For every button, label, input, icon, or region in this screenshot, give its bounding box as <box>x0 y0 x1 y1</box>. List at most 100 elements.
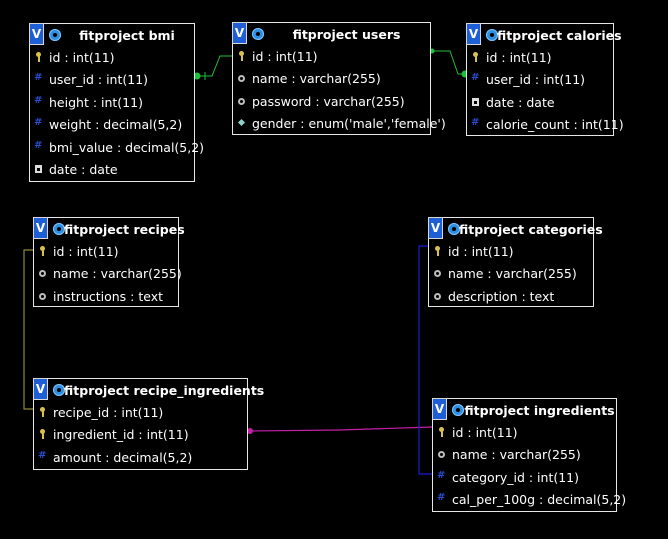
key-icon <box>437 426 446 438</box>
key-icon <box>471 51 480 63</box>
numeric-icon <box>437 470 446 483</box>
column-label: name : varchar(255) <box>448 266 577 282</box>
column-row[interactable]: category_id : int(11) <box>433 466 616 489</box>
table-bmi[interactable]: V fitproject bmi id : int(11) user_id : … <box>29 23 204 182</box>
table-categories[interactable]: V fitproject categories id : int(11) nam… <box>428 217 603 308</box>
column-row[interactable]: bmi_value : decimal(5,2) <box>30 136 204 159</box>
column-label: user_id : int(11) <box>486 72 586 88</box>
key-icon <box>237 50 246 62</box>
column-row[interactable]: id : int(11) <box>433 421 616 444</box>
column-label: name : varchar(255) <box>252 71 381 87</box>
column-label: amount : decimal(5,2) <box>53 449 193 465</box>
column-row[interactable]: id : int(11) <box>429 240 593 263</box>
numeric-icon <box>34 140 43 153</box>
date-icon <box>34 164 43 175</box>
toggle-columns-button[interactable]: V <box>466 23 481 45</box>
table-header: V fitproject calories <box>466 23 622 46</box>
enum-icon <box>237 118 246 129</box>
column-label: height : int(11) <box>49 94 143 110</box>
column-row[interactable]: name : varchar(255) <box>433 444 616 467</box>
gear-icon[interactable] <box>448 223 460 235</box>
table-users[interactable]: V fitproject users id : int(11) name : v… <box>232 22 446 136</box>
column-row[interactable]: id : int(11) <box>34 240 178 263</box>
column-label: id : int(11) <box>49 49 115 65</box>
column-label: bmi_value : decimal(5,2) <box>49 139 205 155</box>
column-row[interactable]: name : varchar(255) <box>429 263 593 286</box>
numeric-icon <box>34 117 43 130</box>
table-calories[interactable]: V fitproject calories id : int(11) user_… <box>466 23 624 137</box>
column-row[interactable]: instructions : text <box>34 285 178 308</box>
relation-ri-ingredients <box>247 426 433 434</box>
key-icon <box>38 406 47 418</box>
column-row[interactable]: description : text <box>429 285 593 308</box>
column-row[interactable]: calorie_count : int(11) <box>467 114 624 137</box>
column-label: category_id : int(11) <box>452 469 580 485</box>
gear-icon[interactable] <box>49 29 61 41</box>
relation-calories-users <box>429 48 469 78</box>
table-title: fitproject recipes <box>64 222 185 237</box>
column-label: name : varchar(255) <box>452 447 581 463</box>
column-row[interactable]: ingredient_id : int(11) <box>34 424 247 447</box>
toggle-columns-button[interactable]: V <box>232 22 247 44</box>
column-label: recipe_id : int(11) <box>53 404 164 420</box>
text-icon <box>237 73 246 84</box>
column-label: id : int(11) <box>486 49 552 65</box>
text-icon <box>38 268 47 279</box>
column-label: description : text <box>448 288 555 304</box>
table-header: V fitproject bmi <box>29 23 194 46</box>
column-label: calorie_count : int(11) <box>486 117 624 133</box>
toggle-columns-button[interactable]: V <box>432 398 447 420</box>
toggle-columns-button[interactable]: V <box>33 378 48 400</box>
column-row[interactable]: user_id : int(11) <box>30 69 194 92</box>
column-row[interactable]: id : int(11) <box>233 45 430 68</box>
column-label: password : varchar(255) <box>252 93 405 109</box>
column-label: id : int(11) <box>448 243 514 259</box>
table-title: fitproject ingredients <box>464 403 615 418</box>
column-label: id : int(11) <box>452 424 518 440</box>
table-recipe-ingredients[interactable]: V fitproject recipe_ingredients recipe_i… <box>33 378 264 470</box>
toggle-columns-button[interactable]: V <box>29 23 44 45</box>
key-icon <box>433 245 442 257</box>
table-title: fitproject categories <box>459 222 603 237</box>
column-row[interactable]: gender : enum('male','female') <box>233 113 446 136</box>
column-row[interactable]: weight : decimal(5,2) <box>30 114 194 137</box>
gear-icon[interactable] <box>486 29 498 41</box>
column-row[interactable]: id : int(11) <box>467 46 613 69</box>
relation-ri-recipes <box>23 249 33 410</box>
table-header: V fitproject categories <box>428 217 603 240</box>
column-row[interactable]: date : date <box>30 159 194 182</box>
gear-icon[interactable] <box>252 28 264 40</box>
column-row[interactable]: date : date <box>467 91 613 114</box>
column-row[interactable]: name : varchar(255) <box>233 68 430 91</box>
column-label: cal_per_100g : decimal(5,2) <box>452 492 627 508</box>
column-row[interactable]: amount : decimal(5,2) <box>34 446 247 469</box>
column-label: weight : decimal(5,2) <box>49 117 183 133</box>
table-header: V fitproject users <box>232 22 430 45</box>
column-row[interactable]: height : int(11) <box>30 91 194 114</box>
column-row[interactable]: cal_per_100g : decimal(5,2) <box>433 489 626 512</box>
column-row[interactable]: id : int(11) <box>30 46 194 69</box>
numeric-icon <box>437 492 446 505</box>
column-label: name : varchar(255) <box>53 266 182 282</box>
gear-icon[interactable] <box>452 404 464 416</box>
column-row[interactable]: password : varchar(255) <box>233 90 430 113</box>
date-icon <box>471 97 480 108</box>
gear-icon[interactable] <box>53 384 65 396</box>
column-row[interactable]: recipe_id : int(11) <box>34 401 247 424</box>
column-row[interactable]: name : varchar(255) <box>34 263 182 286</box>
text-icon <box>437 449 446 460</box>
text-icon <box>38 291 47 302</box>
toggle-columns-button[interactable]: V <box>33 217 48 239</box>
column-label: date : date <box>49 162 118 178</box>
table-ingredients[interactable]: V fitproject ingredients id : int(11) na… <box>432 398 626 512</box>
table-header: V fitproject ingredients <box>432 398 616 421</box>
numeric-icon <box>471 117 480 130</box>
table-header: V fitproject recipes <box>33 217 185 240</box>
gear-icon[interactable] <box>53 223 65 235</box>
table-header: V fitproject recipe_ingredients <box>33 378 264 401</box>
key-icon <box>38 429 47 440</box>
column-row[interactable]: user_id : int(11) <box>467 69 613 92</box>
toggle-columns-button[interactable]: V <box>428 217 443 239</box>
numeric-icon <box>38 450 47 463</box>
table-recipes[interactable]: V fitproject recipes id : int(11) name :… <box>33 217 185 308</box>
